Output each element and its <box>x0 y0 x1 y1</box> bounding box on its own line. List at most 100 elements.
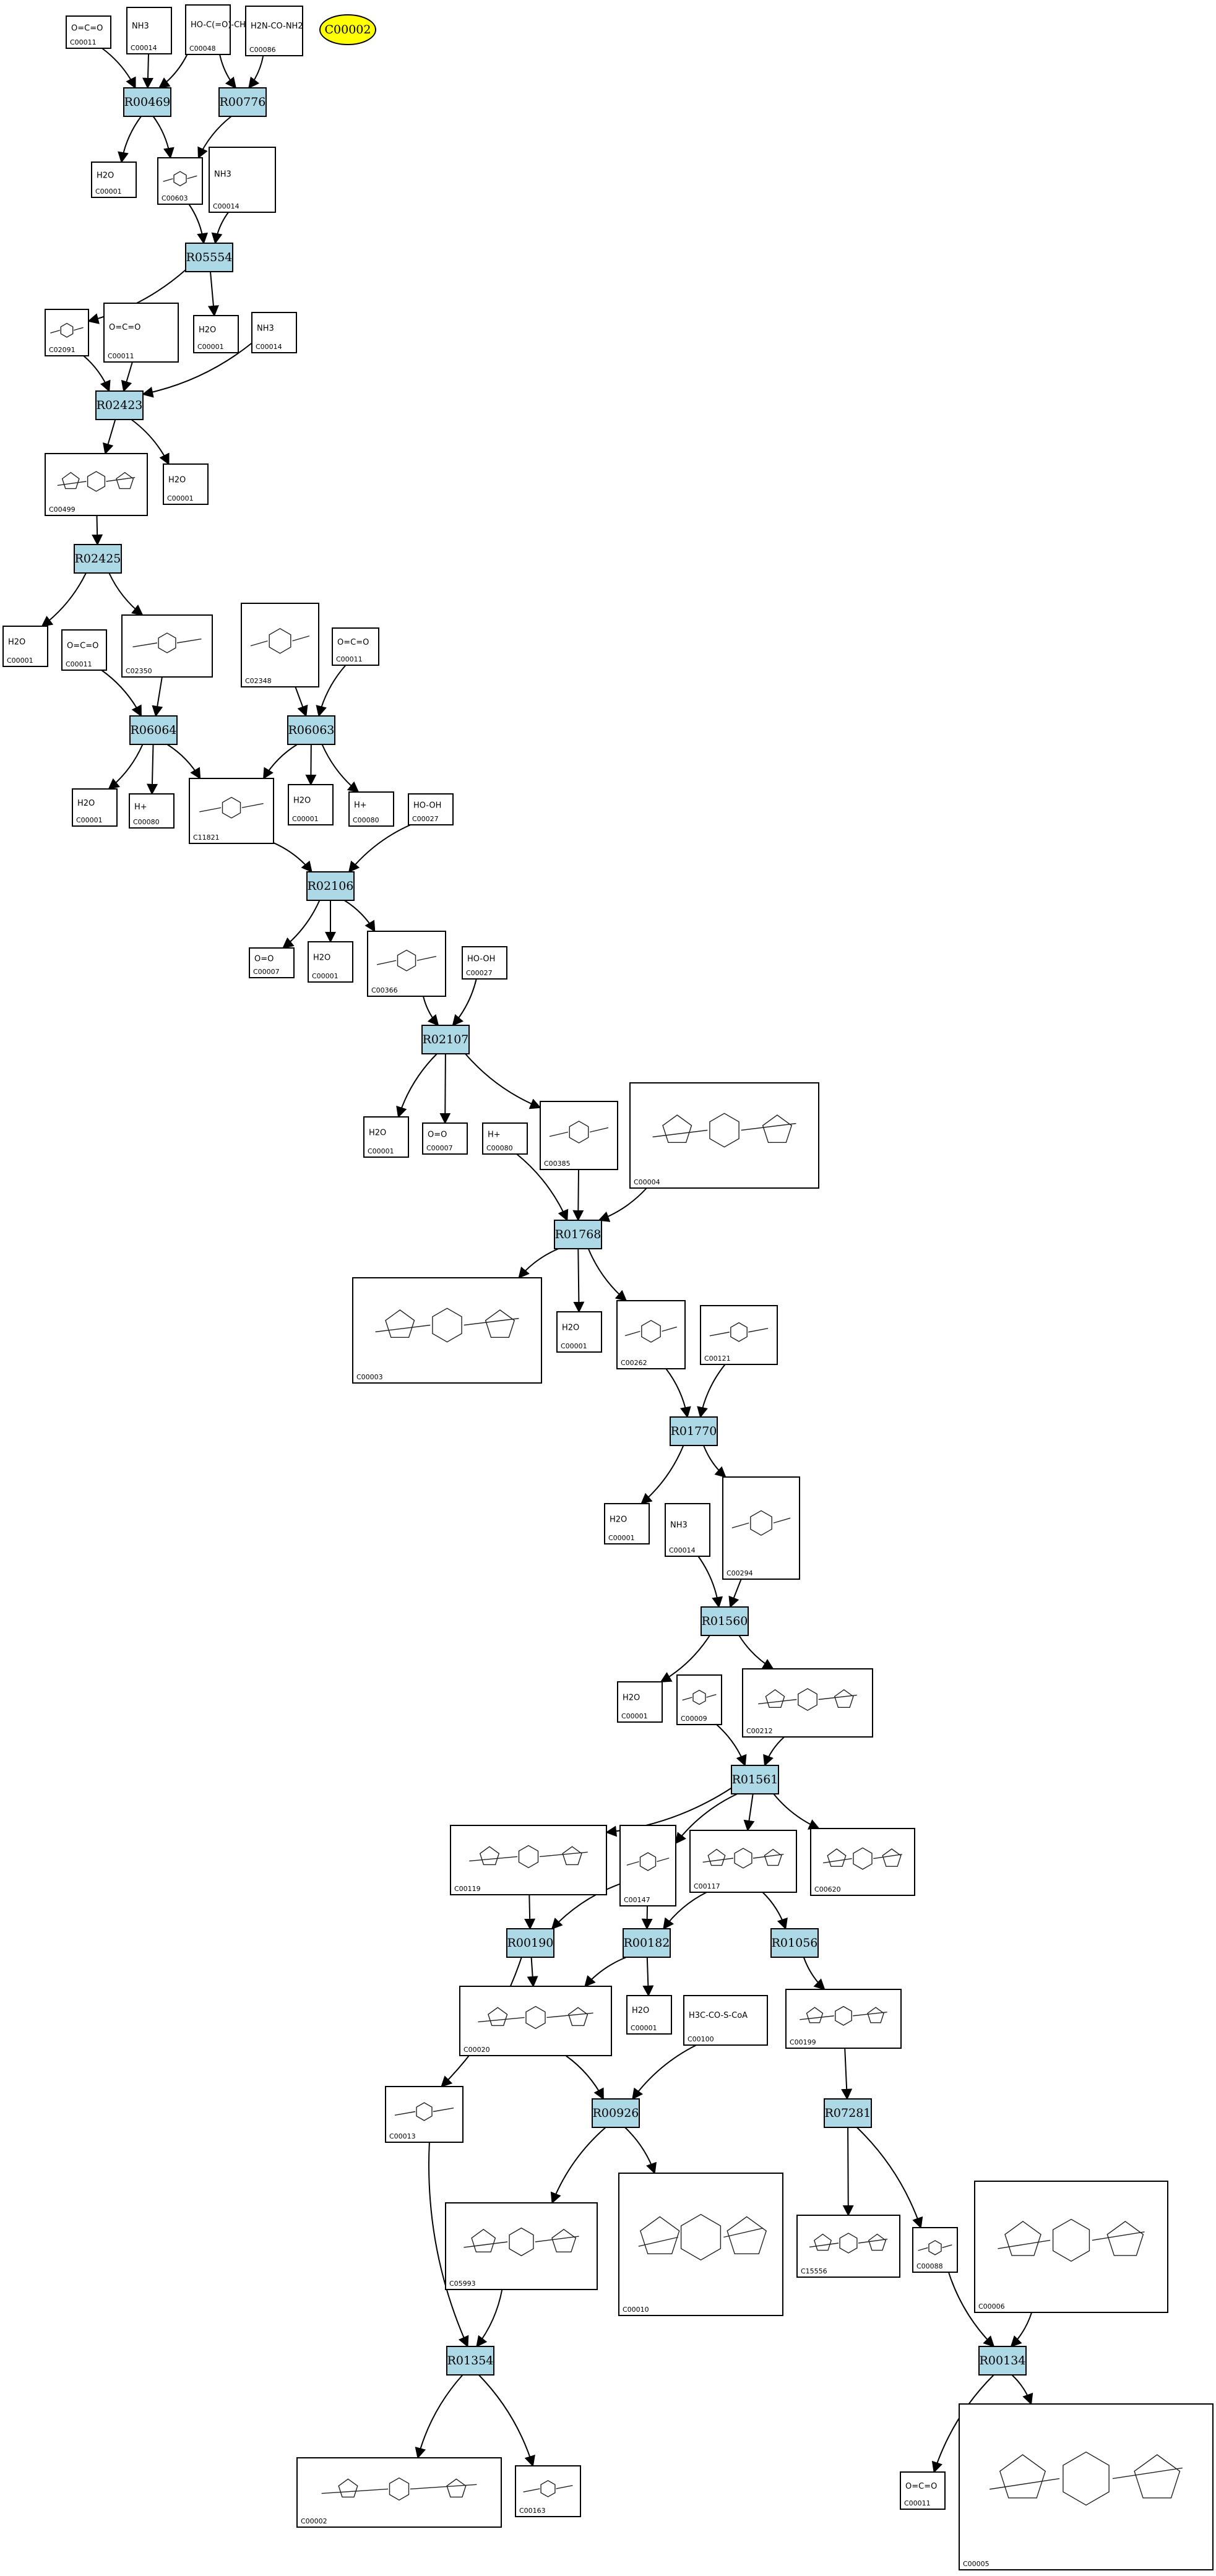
reaction-box <box>74 544 122 574</box>
compound-node[interactable]: C00199 <box>785 1989 902 2049</box>
compound-structure-icon <box>702 1848 784 1869</box>
compound-node[interactable]: C00010 <box>618 2173 783 2316</box>
compound-node[interactable]: C05993 <box>445 2202 598 2290</box>
compound-node[interactable]: C02350 <box>121 614 213 678</box>
reaction-box <box>129 715 178 745</box>
reaction-node[interactable]: R02106 <box>306 871 355 901</box>
compound-node[interactable]: C00119 <box>450 1825 607 1895</box>
compound-node[interactable]: C00121 <box>700 1305 778 1365</box>
compound-node[interactable]: C02091 <box>45 309 89 356</box>
compound-id: C00048 <box>189 45 216 53</box>
compound-node[interactable]: C00163 <box>515 2465 581 2517</box>
compound-structure-icon: H+ <box>134 803 147 812</box>
compound-node[interactable]: C00009 <box>676 1674 722 1725</box>
compound-node[interactable]: C00003 <box>352 1277 542 1384</box>
compound-node[interactable]: C00013 <box>385 2086 464 2143</box>
reaction-node[interactable]: R00469 <box>123 87 171 117</box>
reaction-node[interactable]: R02425 <box>74 544 122 574</box>
reaction-node[interactable]: R00926 <box>592 2098 640 2128</box>
compound-node[interactable]: C00147 <box>619 1825 676 1906</box>
reaction-node[interactable]: R01560 <box>701 1606 749 1636</box>
compound-node[interactable]: C00117 <box>689 1830 797 1893</box>
compound-node[interactable]: H+C00080 <box>129 793 175 829</box>
reaction-node[interactable]: R00190 <box>506 1928 554 1958</box>
reaction-node[interactable]: R02423 <box>95 390 144 420</box>
compound-node[interactable]: C00262 <box>616 1300 686 1369</box>
reaction-node[interactable]: R06063 <box>287 715 335 745</box>
reaction-node[interactable]: R01770 <box>670 1416 718 1446</box>
reaction-node[interactable]: R01056 <box>770 1928 819 1958</box>
compound-node[interactable]: C00212 <box>742 1668 873 1738</box>
header-node[interactable]: C00002 <box>319 14 376 45</box>
reaction-node[interactable]: R05554 <box>185 243 233 272</box>
compound-node[interactable]: C00004 <box>629 1082 819 1189</box>
reaction-node[interactable]: R00134 <box>978 2346 1027 2376</box>
compound-node[interactable]: C00020 <box>459 1986 612 2056</box>
compound-node[interactable]: C00366 <box>367 931 446 997</box>
compound-node[interactable]: C11821 <box>189 778 274 844</box>
compound-node[interactable]: C00499 <box>45 453 148 516</box>
compound-box <box>422 1122 468 1155</box>
compound-node[interactable]: H+C00080 <box>482 1122 528 1155</box>
compound-node[interactable]: C00294 <box>722 1476 800 1580</box>
reaction-box <box>824 2098 872 2128</box>
reaction-edge <box>598 1187 647 1222</box>
edges <box>41 48 1033 2473</box>
compound-id: C00147 <box>624 1896 650 1904</box>
compound-node[interactable]: C02348 <box>241 603 319 687</box>
compound-node[interactable]: C00002 <box>296 2457 502 2528</box>
reaction-node[interactable]: R01354 <box>446 2346 494 2376</box>
reaction-node[interactable]: R06064 <box>129 715 178 745</box>
reaction-node[interactable]: R00182 <box>623 1928 671 1958</box>
compound-node[interactable]: C00005 <box>959 2403 1214 2570</box>
compound-structure-icon: NH3 <box>132 22 149 31</box>
reaction-edge <box>476 2289 503 2348</box>
reaction-node[interactable]: R07281 <box>824 2098 872 2128</box>
reaction-node[interactable]: R01768 <box>554 1220 602 1249</box>
compound-formula: H2O <box>8 637 25 647</box>
compound-id: C00199 <box>790 2038 816 2046</box>
compound-structure-icon: O=O <box>254 955 274 964</box>
reaction-node[interactable]: R01561 <box>731 1765 779 1794</box>
compound-node[interactable]: C00006 <box>974 2181 1168 2313</box>
compound-formula: HO-C(=O)-CHO <box>191 20 252 30</box>
reaction-node[interactable]: R00776 <box>218 87 267 117</box>
compound-node[interactable]: C00620 <box>810 1828 915 1896</box>
compound-box <box>308 941 353 983</box>
compound-node[interactable]: HO-C(=O)-CHO C00048 <box>185 4 252 55</box>
compound-node[interactable]: C00088 <box>912 2227 958 2273</box>
reaction-node[interactable]: R02107 <box>421 1025 470 1054</box>
compound-id: C00001 <box>561 1342 587 1350</box>
compound-node[interactable]: C15556 <box>796 2215 900 2278</box>
compound-node[interactable]: C00603 <box>157 157 203 205</box>
compound-node[interactable]: H+C00080 <box>348 791 394 827</box>
compound-node[interactable]: C00385 <box>540 1101 618 1170</box>
